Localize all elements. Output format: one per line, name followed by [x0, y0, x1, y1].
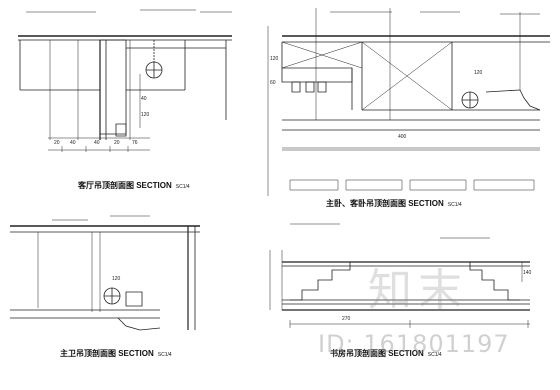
section-master-bathroom [10, 216, 200, 330]
title-text: 书房吊顶剖面图 SECTION [330, 349, 424, 358]
title-scale: SC1/4 [447, 202, 462, 208]
dim-label: 40 [141, 96, 147, 102]
dim-label: 76 [132, 140, 138, 146]
watermark-id: ID: 161801197 [318, 330, 510, 358]
dim-label: 120 [141, 112, 150, 118]
dim-label: 120 [270, 56, 279, 62]
dim-label: 400 [398, 134, 407, 140]
section-living-room [18, 10, 232, 152]
section-study [270, 224, 530, 328]
dim-label: 120 [112, 276, 121, 282]
dim-label: 20 [54, 140, 60, 146]
dim-label: 20 [114, 140, 120, 146]
title-scale: SC1/4 [427, 352, 442, 358]
title-scale: SC1/4 [157, 352, 172, 358]
dim-label: 60 [270, 80, 276, 86]
watermark-logo: 知末 [368, 265, 468, 316]
title-text: 客厅吊顶剖面图 SECTION [78, 181, 172, 190]
title-scale: SC1/4 [175, 184, 190, 190]
dim-label: 270 [342, 316, 351, 322]
dim-label: 40 [70, 140, 76, 146]
title-text: 主卫吊顶剖面图 SECTION [60, 349, 154, 358]
dim-label: 120 [474, 70, 483, 76]
dim-label: 140 [523, 270, 532, 276]
section-bedrooms [268, 8, 550, 196]
dim-label: 40 [94, 140, 100, 146]
title-text: 主卧、客卧吊顶剖面图 SECTION [326, 199, 444, 208]
